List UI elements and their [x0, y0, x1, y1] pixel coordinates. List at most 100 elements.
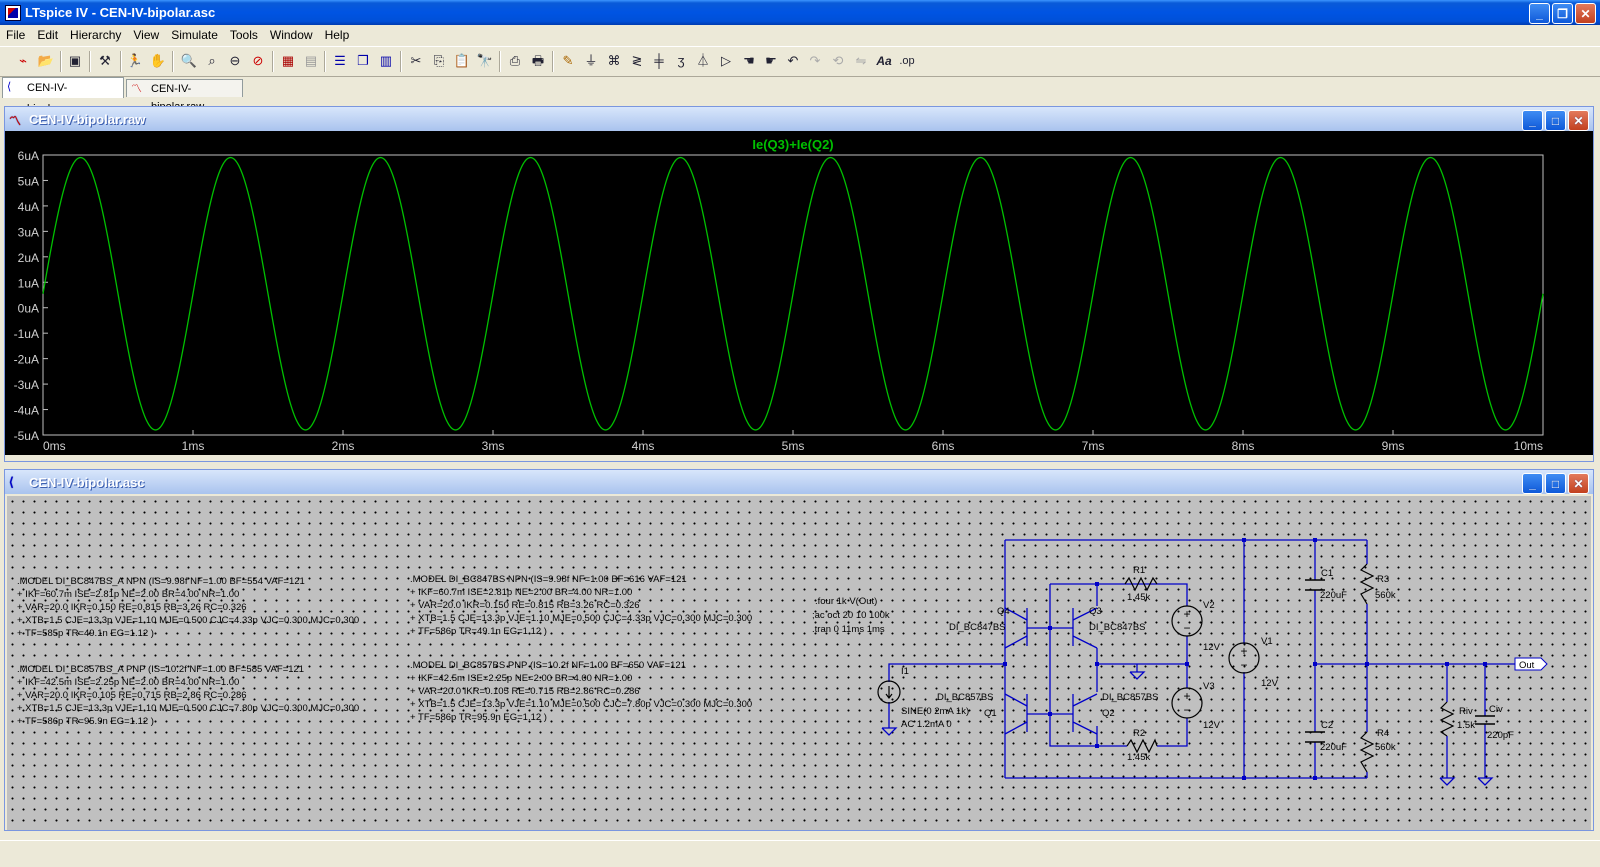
- autorange-icon[interactable]: ▦: [281, 53, 295, 68]
- zoom-in-icon[interactable]: 🔍: [180, 53, 198, 68]
- menu-hierarchy[interactable]: Hierarchy: [70, 28, 122, 42]
- source-polarity: +− +− +−: [1183, 607, 1247, 717]
- label-net-icon[interactable]: ⌘: [607, 53, 621, 68]
- open-file-icon[interactable]: 📂: [37, 53, 55, 68]
- mirror-icon[interactable]: ⇋: [855, 53, 867, 68]
- diode-icon[interactable]: ⏃: [696, 53, 710, 68]
- menu-tools[interactable]: Tools: [229, 28, 258, 42]
- close-button[interactable]: ✕: [1575, 3, 1596, 24]
- menu-window[interactable]: Window: [269, 28, 313, 42]
- menu-help[interactable]: Help: [324, 28, 350, 42]
- net-label-out[interactable]: Out: [1514, 657, 1548, 671]
- window-title: LTspice IV - CEN-IV-bipolar.asc: [25, 5, 216, 20]
- waveform-minimize-button[interactable]: _: [1522, 110, 1543, 131]
- menu-view[interactable]: View: [133, 28, 160, 42]
- waveform-window-titlebar[interactable]: 〽 CEN-IV-bipolar.raw _ □ ✕: [5, 107, 1593, 131]
- resistor-icon[interactable]: ≷: [631, 53, 643, 68]
- voltage-source-v2: [1171, 605, 1203, 637]
- move-icon[interactable]: ☚: [743, 53, 755, 68]
- resistors[interactable]: [1124, 563, 1455, 773]
- text-icon[interactable]: Aa: [876, 54, 892, 68]
- halt-icon[interactable]: ✋: [149, 53, 167, 68]
- label-q2-model: DI_BC857BS: [1102, 692, 1159, 703]
- schematic-icon: ⟨: [7, 81, 12, 93]
- waveform-maximize-button[interactable]: □: [1545, 110, 1566, 131]
- app-title-bar[interactable]: LTspice IV - CEN-IV-bipolar.asc _ ❐ ✕: [0, 0, 1600, 25]
- svg-text:+: +: [1183, 689, 1190, 703]
- y-tick-label: -4uA: [14, 404, 39, 418]
- schematic-close-button[interactable]: ✕: [1568, 473, 1589, 494]
- current-source-i1: [877, 680, 901, 704]
- menu-file[interactable]: File: [6, 28, 26, 42]
- label-q4: Q4: [997, 606, 1010, 617]
- cascade-icon[interactable]: ❐: [357, 53, 369, 68]
- paste-icon[interactable]: 📋: [453, 53, 471, 68]
- schematic-window[interactable]: ⟨ CEN-IV-bipolar.asc _ □ ✕ .MODEL DI_BC8…: [4, 469, 1594, 831]
- sources[interactable]: [877, 605, 1260, 719]
- trace-label[interactable]: Ie(Q3)+Ie(Q2): [752, 137, 833, 152]
- model-line: + TF=586p TR=49.1n EG=1.12 ): [410, 626, 547, 637]
- tile-horizontal-icon[interactable]: ☰: [334, 53, 346, 68]
- menu-edit[interactable]: Edit: [37, 28, 59, 42]
- spice-directives[interactable]: .four 1k V(Out) ;ac oct 20 10 100k .tran…: [812, 596, 890, 635]
- zoom-pan-icon[interactable]: ⌕: [208, 53, 216, 68]
- control-panel-icon[interactable]: ⚒: [99, 53, 111, 68]
- plot-area-icon[interactable]: ▤: [304, 53, 318, 68]
- label-r3: R3: [1377, 574, 1389, 585]
- model-line: + XTB=1.5 CJE=13.3p VJE=1.10 MJE=0.500 C…: [410, 699, 752, 710]
- waveform-icon: 〽: [131, 83, 142, 95]
- inductor-icon[interactable]: ʒ: [677, 53, 685, 68]
- x-tick-label: 1ms: [182, 439, 205, 453]
- schematic-canvas[interactable]: .MODEL DI_BC847BS_A NPN (IS=9.98f NF=1.0…: [7, 496, 1591, 830]
- minimize-button[interactable]: _: [1529, 3, 1550, 24]
- label-q4-model: DI_BC847BS: [949, 622, 1006, 633]
- zoom-out-icon[interactable]: ⊖: [229, 53, 241, 68]
- label-c1: C1: [1321, 568, 1333, 579]
- cut-icon[interactable]: ✂: [410, 53, 422, 68]
- capacitors[interactable]: [1305, 579, 1495, 743]
- open-schematic-icon[interactable]: ⌁: [19, 53, 27, 68]
- tab-schematic[interactable]: ⟨ CEN-IV-bipolar.asc: [2, 77, 124, 115]
- toolbar: ⌁ 📂 ▣ ⚒ 🏃 ✋ 🔍 ⌕ ⊖ ⊘ ▦ ▤ ☰ ❐ ▥ ✂ ⎘ 📋 🔭 ⎙ …: [0, 46, 1600, 77]
- print-preview-icon[interactable]: ⎙: [509, 53, 521, 68]
- rotate-icon[interactable]: ⟲: [832, 53, 844, 68]
- ltspice-app-icon[interactable]: [5, 5, 21, 21]
- copy-icon[interactable]: ⎘: [433, 53, 445, 68]
- x-tick-label: 2ms: [332, 439, 355, 453]
- waveform-chart[interactable]: Ie(Q3)+Ie(Q2) 6uA5uA4uA3uA2uA1uA0uA-1uA-…: [5, 131, 1593, 455]
- model-line: + VAR=20.0 IKR=0.105 RE=0.715 RB=2.86 RC…: [410, 686, 640, 697]
- waveform-close-button[interactable]: ✕: [1568, 110, 1589, 131]
- undo-icon[interactable]: ↶: [787, 53, 799, 68]
- wires[interactable]: [888, 539, 1527, 779]
- ground-symbols[interactable]: [881, 671, 1494, 786]
- capacitor-icon[interactable]: ╪: [654, 53, 664, 68]
- waveform-window[interactable]: 〽 CEN-IV-bipolar.raw _ □ ✕ Ie(Q3)+Ie(Q2)…: [4, 106, 1594, 462]
- y-tick-label: -1uA: [14, 327, 39, 341]
- run-icon[interactable]: 🏃: [126, 53, 144, 68]
- schematic-drawing[interactable]: .MODEL DI_BC847BS_A NPN (IS=9.98f NF=1.0…: [7, 496, 1591, 830]
- ground-icon[interactable]: ⏚: [584, 53, 598, 68]
- tile-vertical-icon[interactable]: ▥: [379, 53, 393, 68]
- drag-icon[interactable]: ☛: [765, 53, 777, 68]
- trace-ie-q3-q2[interactable]: [42, 156, 1544, 431]
- zoom-fit-icon[interactable]: ⊘: [252, 53, 264, 68]
- schematic-window-titlebar[interactable]: ⟨ CEN-IV-bipolar.asc _ □ ✕: [5, 470, 1593, 494]
- component-labels[interactable]: Q4 DI_BC847BS Q3 DI_BC847BS DI_BC857BS Q…: [901, 565, 1514, 763]
- redo-icon[interactable]: ↷: [809, 53, 821, 68]
- model-text-left[interactable]: .MODEL DI_BC847BS_A NPN (IS=9.98f NF=1.0…: [17, 576, 359, 727]
- menu-simulate[interactable]: Simulate: [171, 28, 218, 42]
- model-text-mid[interactable]: .MODEL DI_BC847BS NPN (IS=9.98f NF=1.00 …: [410, 574, 752, 723]
- y-tick-label: 5uA: [18, 174, 39, 188]
- restore-button[interactable]: ❐: [1552, 3, 1573, 24]
- print-icon[interactable]: 🖶: [531, 53, 545, 68]
- label-r1: R1: [1133, 565, 1145, 576]
- draw-wire-icon[interactable]: ✎: [562, 53, 574, 68]
- find-icon[interactable]: 🔭: [476, 53, 494, 68]
- tab-waveform[interactable]: 〽 CEN-IV-bipolar.raw: [126, 79, 243, 113]
- save-icon[interactable]: ▣: [68, 53, 82, 68]
- component-icon[interactable]: ▷: [721, 53, 731, 68]
- schematic-minimize-button[interactable]: _: [1522, 473, 1543, 494]
- schematic-maximize-button[interactable]: □: [1545, 473, 1566, 494]
- spice-directive-icon[interactable]: .op: [899, 55, 915, 67]
